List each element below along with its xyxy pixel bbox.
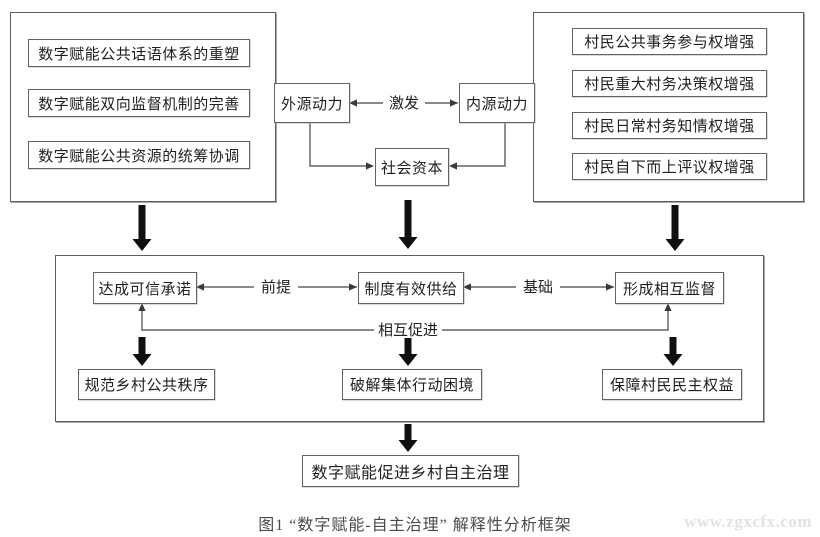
thick-arrow-core-to-outcome [398,424,418,452]
external-to-social-line [309,121,372,167]
thick-arrow-institution-to-collective [398,337,418,366]
mutual-promotion-label: 相互促进 [374,321,442,339]
right-panel-item-participation: 村民公共事务参与权增强 [572,28,767,55]
left-panel-item-supervision-mechanism: 数字赋能双向监督机制的完善 [28,89,250,117]
right-panel-item-review: 村民自下而上评议权增强 [572,153,767,180]
internal-dynamic-box: 内源动力 [459,83,535,123]
basis-arrowhead-right [606,283,614,291]
figure-caption: 图1 “数字赋能-自主治理” 解释性分析框架 [258,517,572,534]
thick-arrow-right-panel-to-core [665,205,685,251]
right-panel-item-decision: 村民重大村务决策权增强 [572,70,767,97]
basis-label: 基础 [516,278,560,296]
premise-arrowhead-left [196,283,204,291]
outcome-box: 数字赋能促进乡村自主治理 [302,455,519,487]
internal-to-social-line [451,121,506,167]
external-dynamic-box: 外源动力 [274,83,350,123]
thick-arrow-supervision-to-rights [663,337,683,366]
stimulate-arrowhead-right [450,99,458,107]
basis-arrowhead-left [463,283,471,291]
right-panel-item-information: 村民日常村务知情权增强 [572,112,767,139]
thick-arrow-commitment-to-order [132,337,152,366]
left-panel-item-resource-coordination: 数字赋能公共资源的统筹协调 [28,141,250,169]
internal-to-social-arrowhead [449,162,457,170]
left-panel-item-discourse: 数字赋能公共话语体系的重塑 [28,39,250,67]
stimulate-arrowhead-left [349,99,357,107]
democratic-rights-box: 保障村民民主权益 [602,369,742,400]
thick-arrow-social-capital-to-core [398,200,418,249]
credible-commitment-box: 达成可信承诺 [93,272,197,304]
watermark-text: www.zgxcfx.com [684,512,812,531]
social-capital-box: 社会资本 [375,148,449,186]
mutual-supervision-box: 形成相互监督 [615,272,724,304]
mutual-promotion-arrowhead-right [664,303,672,311]
core-mechanism-panel [55,255,764,422]
stimulate-label: 激发 [383,94,425,112]
rural-public-order-box: 规范乡村公共秩序 [78,369,215,400]
collective-action-box: 破解集体行动困境 [342,369,482,400]
institution-supply-box: 制度有效供给 [358,272,464,304]
thick-arrow-left-panel-to-core [132,205,152,251]
premise-label: 前提 [254,278,298,296]
mutual-promotion-arrowhead-left [138,303,146,311]
external-to-social-arrowhead [366,162,374,170]
premise-arrowhead-right [349,283,357,291]
